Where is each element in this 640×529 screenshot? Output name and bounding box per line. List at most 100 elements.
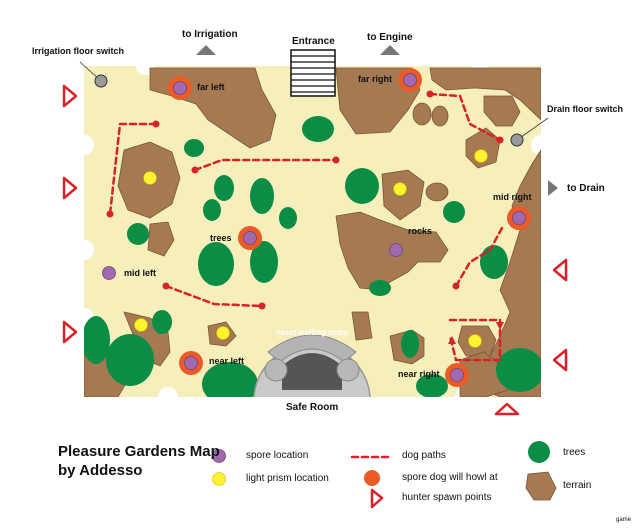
light-prisms xyxy=(134,149,488,348)
arrow-to-irrigation xyxy=(196,45,216,55)
reset-waiting-room-label: reset waiting room xyxy=(277,328,349,337)
to-drain-label: to Drain xyxy=(567,183,605,194)
prism xyxy=(393,182,407,196)
spore-far-left xyxy=(173,81,187,95)
prism xyxy=(134,318,148,332)
tree xyxy=(250,241,278,283)
legend-dogpath-label: dog paths xyxy=(402,450,446,461)
prism xyxy=(468,334,482,348)
legend-terrain-icon xyxy=(525,471,557,501)
legend-howl-label: spore dog will howl at xyxy=(402,472,498,483)
entrance-label: Entrance xyxy=(292,36,335,47)
dog-path xyxy=(448,318,502,362)
spore-mid-left xyxy=(102,266,116,280)
terrain-left-small xyxy=(147,221,175,257)
dog-path-ends xyxy=(106,90,504,344)
tree xyxy=(416,374,448,397)
near-left-label: near left xyxy=(209,356,245,366)
dog-path xyxy=(193,158,338,172)
legend-terrain-label: terrain xyxy=(563,480,592,491)
spore-near-left xyxy=(184,356,198,370)
spawn-right-2 xyxy=(552,348,568,372)
spore-locations xyxy=(102,73,526,382)
dog-path xyxy=(454,226,504,288)
drain-switch-label: Drain floor switch xyxy=(547,104,624,114)
arrow-to-drain xyxy=(548,180,558,196)
legend-tree-label: trees xyxy=(563,447,586,458)
legend-spawn-icon xyxy=(370,488,384,509)
tree xyxy=(369,280,391,296)
legend-prism-label: light prism location xyxy=(246,473,329,484)
spawn-bottom xyxy=(494,402,520,416)
spore-rocks xyxy=(389,243,403,257)
spawn-right-1 xyxy=(552,258,568,282)
credit-label: game xyxy=(616,517,632,523)
to-irrigation-label: to Irrigation xyxy=(182,29,238,40)
spawn-left-1 xyxy=(62,84,78,108)
safe-room-label: Safe Room xyxy=(286,402,339,413)
prism xyxy=(143,171,157,185)
tree xyxy=(214,175,234,201)
tree-shapes xyxy=(84,116,541,397)
prism xyxy=(216,326,230,340)
terrain-right-upper xyxy=(483,95,521,127)
dog-path xyxy=(164,284,264,308)
safe-room[interactable] xyxy=(253,334,371,456)
to-engine-label: to Engine xyxy=(367,32,413,43)
entrance-stairs[interactable] xyxy=(290,49,336,97)
dog-paths xyxy=(108,92,504,362)
dog-path xyxy=(108,122,158,216)
tree xyxy=(127,223,149,245)
legend-tree-icon xyxy=(528,441,550,463)
dog-path xyxy=(428,92,502,142)
tree xyxy=(198,242,234,286)
legend-icons xyxy=(212,441,557,509)
prism xyxy=(474,149,488,163)
legend-prism-icon xyxy=(212,472,226,486)
floor-switches xyxy=(79,61,549,147)
tree xyxy=(496,348,541,392)
mid-left-label: mid left xyxy=(124,268,157,278)
trees-label: trees xyxy=(210,233,232,243)
irrigation-switch xyxy=(94,74,108,88)
map-author: by Addesso xyxy=(58,462,143,479)
tree xyxy=(279,207,297,229)
far-right-label: far right xyxy=(358,74,393,84)
tree xyxy=(480,245,508,279)
spore-trees xyxy=(243,231,257,245)
tree xyxy=(250,178,274,214)
spore-near-right xyxy=(450,368,464,382)
terrain-right-mid xyxy=(465,127,501,169)
drain-switch xyxy=(510,133,524,147)
tree xyxy=(302,116,334,142)
spawn-left-2 xyxy=(62,176,78,200)
near-right-label: near right xyxy=(398,369,440,379)
far-left-label: far left xyxy=(197,82,225,92)
terrain-top-right-wall xyxy=(429,67,541,121)
tree xyxy=(345,168,379,204)
tree xyxy=(443,201,465,223)
terrain-rect-small xyxy=(351,311,373,341)
spore-far-right xyxy=(403,73,417,87)
spore-mid-right xyxy=(512,211,526,225)
safe-room-door xyxy=(282,353,342,390)
terrain-small-2 xyxy=(431,105,449,127)
terrain-small-1 xyxy=(412,102,432,126)
tree xyxy=(203,199,221,221)
arrow-to-engine xyxy=(380,45,400,55)
spawn-left-3 xyxy=(62,320,78,344)
tree xyxy=(401,330,419,358)
rocks-label: rocks xyxy=(408,226,433,236)
irrigation-switch-label: Irrigation floor switch xyxy=(32,46,125,56)
mid-right-label: mid right xyxy=(493,192,532,202)
legend-spore-icon xyxy=(212,449,226,463)
tree xyxy=(152,310,172,334)
tree xyxy=(84,316,110,364)
legend-spawn-label: hunter spawn points xyxy=(402,492,492,503)
terrain-rocks-pebble xyxy=(425,182,449,202)
terrain-bottom-right xyxy=(459,351,509,397)
exit-arrows xyxy=(196,45,558,196)
legend-spore-label: spore location xyxy=(246,450,309,461)
